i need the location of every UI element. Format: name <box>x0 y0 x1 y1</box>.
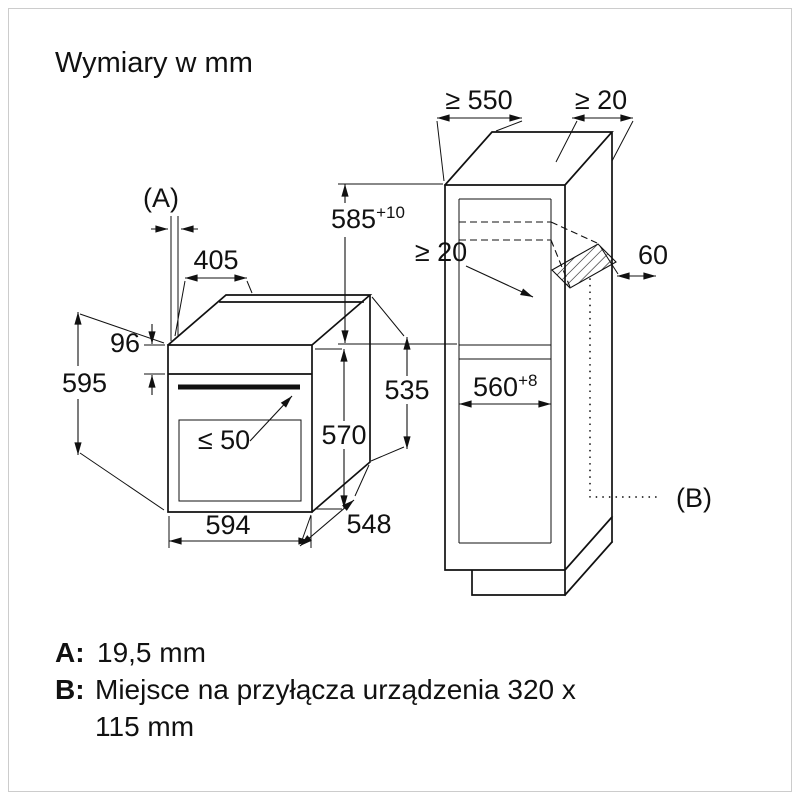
dim-body-height-label: 570 <box>321 420 366 450</box>
legend-a-value: 19,5 mm <box>97 637 206 668</box>
dim-rear-height-label: 535 <box>384 375 429 405</box>
dim-top-gap-label: ≥ 20 <box>575 85 627 115</box>
callout-a-label: (A) <box>143 183 179 213</box>
legend-a-key: A: <box>55 637 85 668</box>
dim-rear-gap-label: ≥ 20 <box>415 237 467 267</box>
dimension-rear-gap: ≥ 20 <box>415 237 534 298</box>
dim-top-depth-label: 405 <box>193 245 238 275</box>
dim-handle-label: ≤ 50 <box>198 425 250 455</box>
cabinet-outline <box>443 131 614 597</box>
dimension-oven-height: 595 <box>62 311 165 511</box>
oven-drawing <box>166 294 373 514</box>
page-border <box>8 8 792 792</box>
dim-channel-depth-label: 60 <box>638 240 668 270</box>
dim-panel-height-label: 96 <box>110 328 140 358</box>
oven-outline <box>166 294 373 514</box>
legend: A: 19,5 mm B: Miejsce na przyłącza urząd… <box>55 637 576 742</box>
dimension-body-rear-height: 535 <box>370 296 430 462</box>
dim-oven-height-label: 595 <box>62 368 107 398</box>
cabinet-hidden-channel <box>459 221 598 288</box>
callout-a: (A) <box>143 183 198 341</box>
dimension-niche-height: 585+10 <box>331 183 457 345</box>
dim-niche-depth-label: ≥ 550 <box>445 85 512 115</box>
dim-niche-height-label: 585+10 <box>331 203 405 234</box>
dim-oven-depth-label: 548 <box>346 509 391 539</box>
legend-b-value-line1: Miejsce na przyłącza urządzenia 320 x <box>95 674 576 705</box>
dim-oven-width-label: 594 <box>205 510 250 540</box>
dimension-channel-depth: 60 <box>599 240 668 280</box>
dimension-oven-width: 594 <box>168 510 312 548</box>
dimension-niche-depth: ≥ 550 <box>436 85 523 182</box>
connection-space-hatch <box>551 243 617 289</box>
legend-b-value-line2: 115 mm <box>95 711 194 742</box>
callout-b-leader <box>589 278 663 498</box>
page-title: Wymiary w mm <box>55 47 253 79</box>
dimension-handle-depth: ≤ 50 <box>198 395 293 455</box>
dimension-oven-depth: 548 <box>299 464 392 547</box>
dimension-oven-top-depth: 405 <box>174 245 253 337</box>
legend-b-key: B: <box>55 674 85 705</box>
cabinet-drawing <box>443 131 663 597</box>
dimension-top-gap: ≥ 20 <box>555 85 634 163</box>
dimension-panel-height: 96 <box>110 324 165 395</box>
cabinet-inner-walls <box>458 198 552 544</box>
dim-niche-width-label: 560+8 <box>473 371 537 402</box>
dimension-niche-width: 560+8 <box>458 371 552 408</box>
callout-b-label: (B) <box>676 483 712 513</box>
dimension-body-height: 570 <box>315 348 367 510</box>
